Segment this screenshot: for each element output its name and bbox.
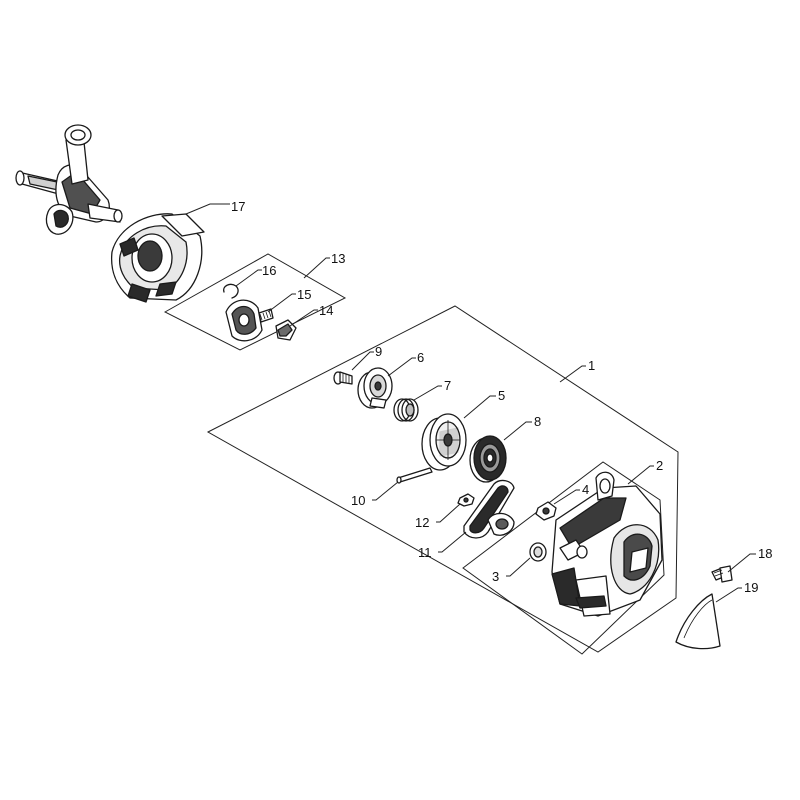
recoil-spring-part xyxy=(469,435,507,483)
leader-line-11 xyxy=(438,531,467,553)
ratchet-spring-part xyxy=(258,308,274,323)
callout-4: 4 xyxy=(582,482,589,497)
leader-line-14 xyxy=(289,309,318,327)
assembly-box-13 xyxy=(163,253,347,351)
leader-line-19 xyxy=(715,587,742,603)
bolt-part-18 xyxy=(711,565,733,583)
leader-line-8 xyxy=(503,421,532,441)
crankshaft-part xyxy=(15,124,123,235)
leader-line-3 xyxy=(506,557,531,577)
leader-line-2 xyxy=(627,465,654,485)
callout-5: 5 xyxy=(498,388,505,403)
callout-18: 18 xyxy=(758,546,772,561)
leader-line-4 xyxy=(553,489,580,505)
leader-line-12 xyxy=(436,503,461,523)
callout-2: 2 xyxy=(656,458,663,473)
callout-15: 15 xyxy=(297,287,311,302)
reel-hub-part xyxy=(357,367,393,409)
callout-17: 17 xyxy=(231,199,245,214)
grommet-part xyxy=(529,542,547,562)
screw-part-9 xyxy=(333,371,353,385)
rope-reel-part xyxy=(421,413,467,471)
assembly-box-1 xyxy=(206,305,679,653)
callout-13: 13 xyxy=(331,251,345,266)
callout-7: 7 xyxy=(444,378,451,393)
leader-line-7 xyxy=(413,385,442,401)
pin-part xyxy=(396,467,433,484)
leader-line-1 xyxy=(559,365,586,383)
callout-6: 6 xyxy=(417,350,424,365)
callout-19: 19 xyxy=(744,580,758,595)
callout-9: 9 xyxy=(375,344,382,359)
callout-8: 8 xyxy=(534,414,541,429)
leader-line-6 xyxy=(387,357,416,377)
nut-part-4 xyxy=(535,501,557,521)
callout-10: 10 xyxy=(351,493,365,508)
starter-handle-part xyxy=(463,479,515,539)
starter-case-cover-part xyxy=(110,213,205,303)
ratchet-pawl-part xyxy=(275,319,297,341)
assembly-box-2 xyxy=(462,461,665,655)
callout-12: 12 xyxy=(415,515,429,530)
leader-line-15 xyxy=(267,293,296,313)
callout-14: 14 xyxy=(319,303,333,318)
reel-spring-part xyxy=(393,398,419,422)
leader-line-13 xyxy=(303,257,330,279)
leader-line-9 xyxy=(351,351,374,371)
nut-part-12 xyxy=(457,493,475,507)
leader-line-18 xyxy=(727,553,756,573)
leader-line-16 xyxy=(235,269,262,287)
callout-1: 1 xyxy=(588,358,595,373)
callout-11: 11 xyxy=(418,545,432,560)
leader-line-5 xyxy=(463,395,496,419)
starter-pulley-part xyxy=(225,299,263,342)
callout-16: 16 xyxy=(262,263,276,278)
leader-line-17 xyxy=(185,203,230,215)
e-ring-part xyxy=(223,283,239,299)
callout-3: 3 xyxy=(492,569,499,584)
cover-plate-part xyxy=(675,593,721,650)
leader-line-10 xyxy=(372,481,399,501)
starter-case-part xyxy=(551,471,663,617)
